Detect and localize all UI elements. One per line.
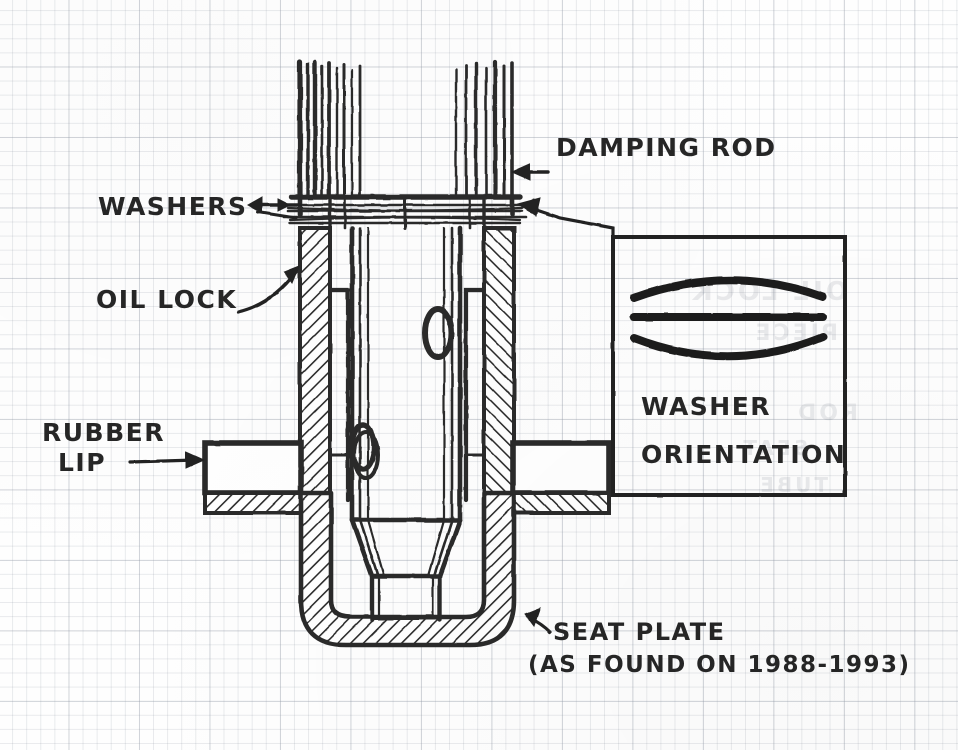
oil-port-bottom [352,430,380,480]
label-rubber-lip-line1: RUBBER [42,418,165,447]
svg-text:ROD: ROD [795,401,858,426]
label-damping-rod: DAMPING ROD [556,133,777,162]
oil-lock-piece-left [298,226,332,502]
damping-rod-leader-arrow [510,163,550,181]
inset-caption-line1: WASHER [641,392,772,421]
washers-leader-arrow [246,196,302,220]
washer-stack [282,194,528,230]
label-seat-plate: SEAT PLATE [553,618,726,646]
oil-lock-leader-arrow [236,265,300,314]
label-washers: WASHERS [98,192,248,221]
inset-washer-profiles [630,276,827,361]
inner-tube [349,225,463,523]
oil-lock-piece-right [482,226,516,502]
svg-text:PIECE: PIECE [752,321,838,346]
oil-lock-shoulders [327,287,487,503]
label-seat-plate-note: (AS FOUND ON 1988-1993) [528,652,911,678]
oil-port-lower [349,422,377,472]
rubber-lip-left [202,440,304,515]
washer-profile-convex-up [630,276,827,302]
seat-plate-leader-arrow [524,607,552,634]
inset-caption-line2: ORIENTATION [641,440,847,469]
label-oil-lock: OIL LOCK [96,285,238,314]
rubber-lip-right [510,440,612,515]
damping-rod [297,59,515,217]
label-rubber-lip-line2: LIP [58,448,107,477]
washer-orientation-inset-box [611,235,847,497]
damping-rod-tip [349,517,463,623]
seat-plate [298,490,517,648]
rubber-lip-leader-arrow [128,451,206,469]
oil-port-upper [422,306,454,360]
inset-connector-arrow [516,197,615,240]
svg-text:SEAT: SEAT [740,436,808,460]
washer-profile-concave-up [630,333,827,361]
